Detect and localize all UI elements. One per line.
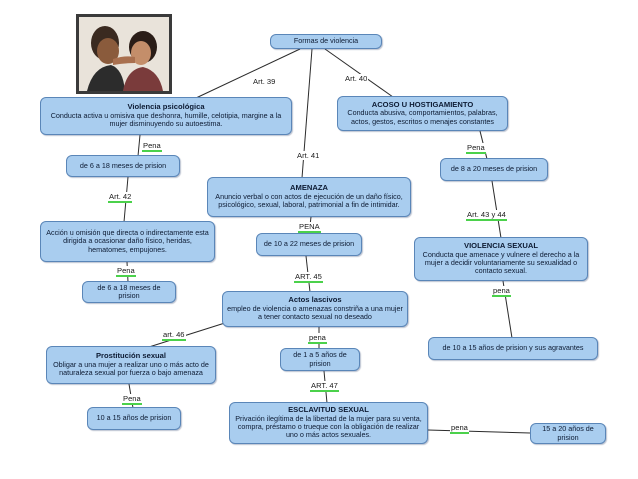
node-title: Violencia psicológica — [127, 102, 205, 112]
edge-pena-art43 — [491, 180, 502, 239]
label-pena-psicologica: Pena — [142, 141, 162, 152]
node-pena-acoso: de 8 a 20 meses de prision — [440, 158, 548, 181]
node-description: Conducta que amenace y vulnere el derech… — [422, 249, 580, 276]
edge-root-art40 — [324, 48, 394, 98]
node-amenaza: AMENAZA Anuncio verbal o con actos de ej… — [207, 177, 411, 217]
node-description: de 6 a 18 meses de prision — [79, 160, 167, 170]
node-prostitucion-sexual: Prostitución sexual Obligar a una mujer … — [46, 346, 216, 384]
node-description: de 10 a 22 meses de prision — [263, 239, 355, 249]
node-accion-omision: Acción u omisión que directa o indirecta… — [40, 221, 215, 262]
label-pena-acoso: Pena — [466, 143, 486, 154]
node-description: Conducta activa u omisiva que deshonra, … — [50, 110, 282, 129]
label-pena-fisica: Pena — [116, 266, 136, 277]
node-violencia-psicologica: Violencia psicológica Conducta activa u … — [40, 97, 292, 135]
label-pena-amenaza: PENA — [298, 222, 321, 233]
node-description: de 10 a 15 años de prision y sus agravan… — [442, 343, 584, 353]
label-art-40: Art. 40 — [344, 74, 369, 83]
node-esclavitud-sexual: ESCLAVITUD SEXUAL Privación ilegítima de… — [229, 402, 428, 444]
node-description: Obligar a una mujer a realizar uno o más… — [53, 359, 209, 378]
couple-image — [79, 17, 169, 91]
node-description: de 1 a 5 años de prision — [293, 350, 347, 368]
node-description: Conducta abusiva, comportamientos, palab… — [347, 108, 498, 126]
label-pena-esclavitud: pena — [450, 423, 469, 434]
node-pena-amenaza: de 10 a 22 meses de prision — [256, 233, 362, 256]
label-art-46: art. 46 — [162, 330, 186, 341]
node-title: Prostitución sexual — [95, 351, 167, 361]
node-pena-prostitucion: 10 a 15 años de prision — [87, 407, 181, 430]
node-description: 10 a 15 años de prision — [96, 413, 172, 423]
node-description: 15 a 20 años de prision — [542, 424, 594, 442]
node-description: de 6 a 18 meses de prision — [97, 282, 161, 300]
label-pena-violencia-sexual: pena — [492, 286, 511, 297]
label-art-43-44: Art. 43 y 44 — [466, 210, 507, 221]
node-pena-lascivos: de 1 a 5 años de prision — [280, 348, 360, 371]
node-description: de 8 a 20 meses de prision — [450, 164, 538, 174]
node-description: empleo de violencia o amenazas constriña… — [227, 303, 403, 322]
node-title: AMENAZA — [290, 183, 328, 193]
label-art-39: Art. 39 — [252, 77, 277, 86]
node-pena-esclavitud: 15 a 20 años de prision — [530, 423, 606, 444]
label-art-42: Art. 42 — [108, 192, 133, 203]
label-pena-prostitucion: Pena — [122, 394, 142, 405]
node-pena-fisica: de 6 a 18 meses de prision — [82, 281, 176, 303]
label-art-41: Art. 41 — [296, 151, 321, 160]
node-title: Actos lascivos — [288, 295, 342, 305]
edge-lascivos-art46 — [148, 321, 229, 348]
node-title: ACOSO U HOSTIGAMIENTO — [371, 99, 474, 109]
label-art-47: ART. 47 — [310, 381, 339, 392]
node-pena-psicologica: de 6 a 18 meses de prision — [66, 155, 180, 177]
node-acoso-hostigamiento: ACOSO U HOSTIGAMIENTO Conducta abusiva, … — [337, 96, 508, 131]
couple-photo — [76, 14, 172, 94]
label-art-45: ART. 45 — [294, 272, 323, 283]
edge-root-art39 — [195, 48, 301, 99]
label-pena-lascivos: pena — [308, 333, 327, 344]
node-description: Privación ilegítima de la libertad de la… — [235, 413, 422, 440]
node-actos-lascivos: Actos lascivos empleo de violencia o ame… — [222, 291, 408, 327]
node-formas-de-violencia: Formas de violencia — [270, 34, 382, 49]
node-title: ESCLAVITUD SEXUAL — [288, 405, 369, 415]
node-description: Anuncio verbal o con actos de ejecución … — [215, 191, 403, 210]
node-title: VIOLENCIA SEXUAL — [464, 241, 538, 251]
node-title: Formas de violencia — [293, 36, 359, 46]
node-pena-violencia-sexual: de 10 a 15 años de prision y sus agravan… — [428, 337, 598, 360]
node-violencia-sexual: VIOLENCIA SEXUAL Conducta que amenace y … — [414, 237, 588, 281]
edge-esclav-pena — [427, 429, 531, 434]
edge-psico-pena — [137, 134, 141, 157]
node-description: Acción u omisión que directa o indirecta… — [46, 227, 209, 254]
